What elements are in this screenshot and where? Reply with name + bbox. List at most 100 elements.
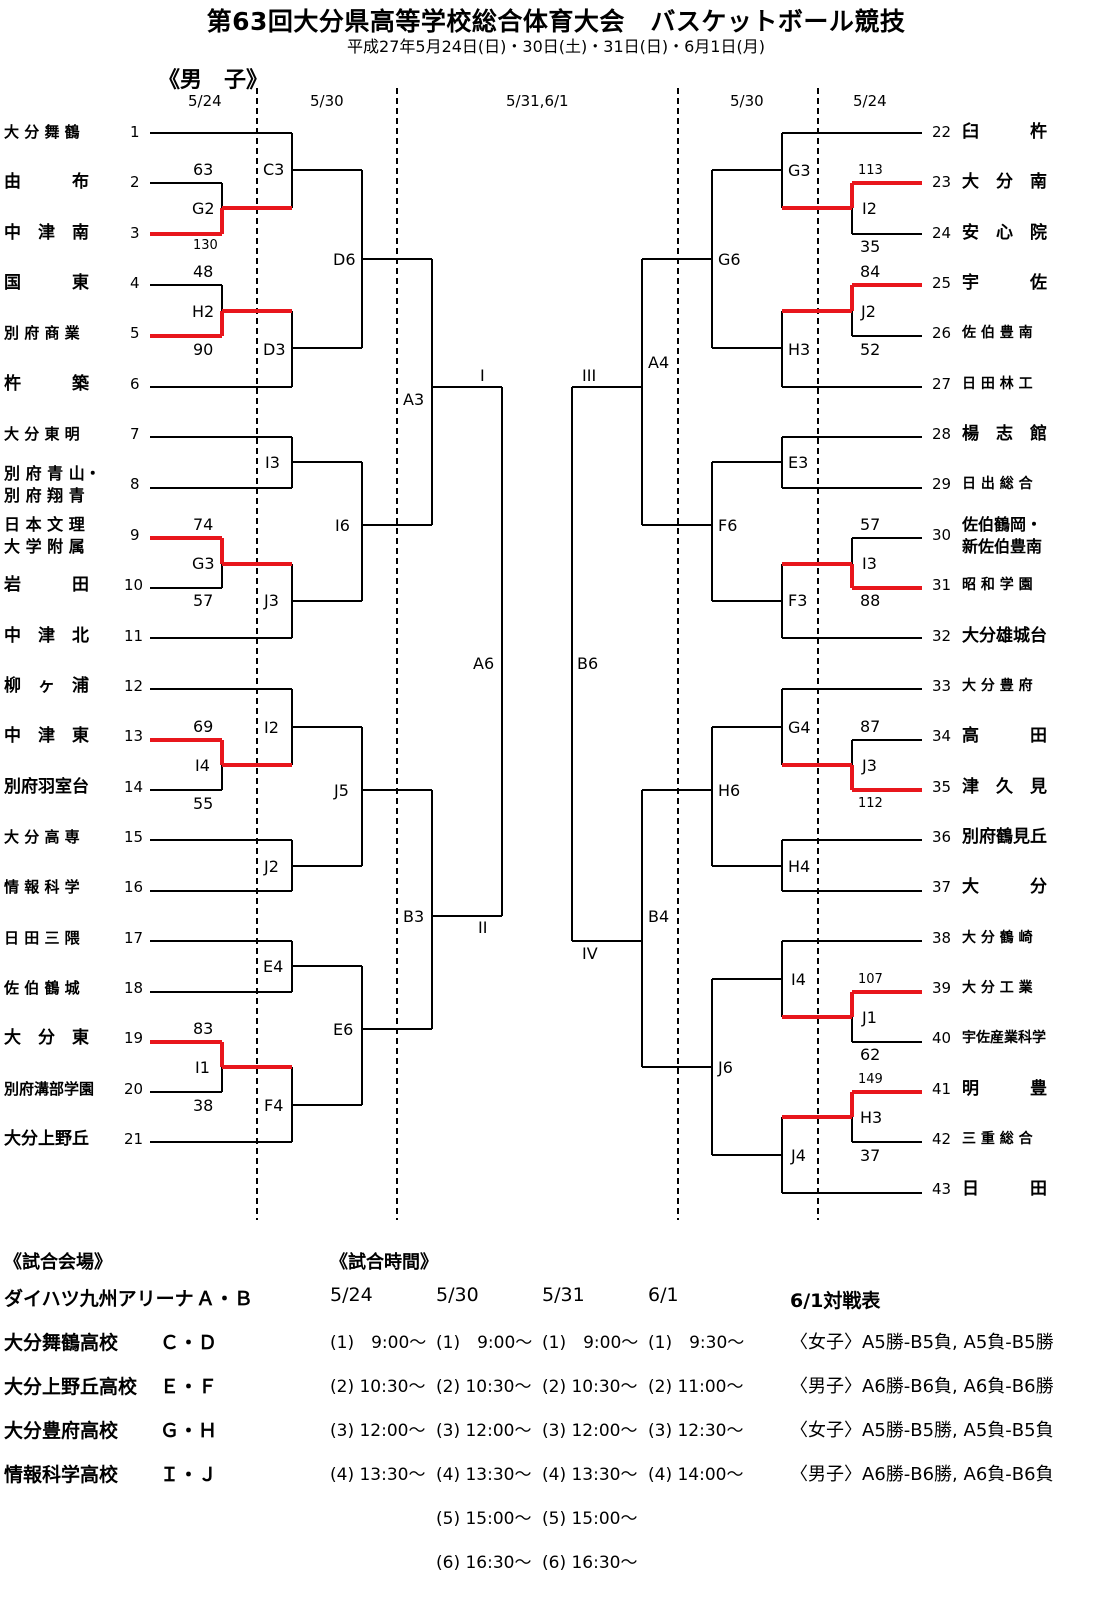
time-slot: (3) 12:00～ [330,1421,426,1441]
time-slot: (2) 10:30～ [436,1377,532,1397]
team-number: 25 [932,274,952,293]
team-name: 日 田 三 隈 [4,928,80,947]
team-name: 大 分 高 専 [4,827,80,846]
team-number: 26 [932,324,952,343]
team-name: 由 布 [4,172,89,193]
time-slot: (1) 9:00～ [436,1333,533,1353]
times-header: 《試合時間》 [330,1252,438,1273]
time-slot: (2) 11:00～ [648,1377,744,1397]
match-label: G3 [192,554,215,573]
time-day: 5/31 [542,1284,585,1306]
team-name: 国 東 [4,273,89,294]
match-label: H3 [788,340,811,359]
match-label: II [478,918,488,937]
team-score: 69 [193,717,214,736]
team-name: 中 津 東 [4,726,89,747]
match-label: A6 [473,654,495,673]
team-number: 10 [124,576,144,595]
match-label: F6 [718,516,738,535]
team-number: 34 [932,727,952,746]
team-number: 37 [932,878,952,897]
venues-header: 《試合会場》 [4,1252,112,1273]
time-day: 6/1 [648,1284,679,1306]
team-name: 大 分 東 [4,1028,89,1049]
team-number: 3 [130,223,140,242]
team-score: 130 [193,238,218,253]
team-number: 42 [932,1130,952,1148]
team-score: 149 [858,1072,883,1087]
time-slot: (4) 13:30～ [436,1465,532,1485]
match-label: G2 [192,199,215,218]
team-score: 83 [193,1019,214,1038]
team-name: 別 府 翔 青 [4,486,85,506]
team-score: 90 [193,340,214,359]
final-matchup: 〈男子〉A6勝-B6負, A6負-B6勝 [790,1376,1054,1397]
time-slot: (4) 13:30～ [330,1465,426,1485]
match-label: D6 [333,250,356,269]
match-label: I2 [862,199,877,218]
team-name: 高 田 [962,726,1047,747]
team-score: 87 [860,717,881,736]
team-number: 11 [124,626,144,645]
match-label: F4 [264,1096,284,1115]
team-name: 杵 築 [4,373,89,394]
date-label: 5/24 [853,92,887,110]
time-day: 5/24 [330,1284,373,1306]
team-name: 佐伯鶴岡・ [962,514,1043,534]
match-label: I1 [195,1058,210,1077]
team-score: 57 [193,591,214,610]
team-number: 27 [932,374,952,393]
team-score: 37 [860,1146,881,1165]
date-label: 5/30 [730,92,764,110]
match-label: D3 [263,340,286,359]
team-name: 別 府 青 山・ [4,464,101,484]
match-label: A3 [403,390,425,409]
team-score: 55 [193,794,214,813]
team-number: 19 [124,1029,144,1048]
team-number: 22 [932,123,952,141]
match-label: I4 [195,756,210,775]
team-number: 20 [124,1079,144,1098]
team-name: 柳 ヶ 浦 [4,675,89,696]
team-score: 84 [860,262,881,281]
team-name: 佐 伯 鶴 城 [4,978,80,997]
team-number: 29 [932,475,952,494]
team-name: 大 分 南 [962,172,1047,193]
team-score: 35 [860,237,881,256]
match-label: J3 [862,756,877,775]
team-number: 30 [932,525,952,544]
match-label: A4 [648,353,670,372]
team-name: 宇佐産業科学 [962,1030,1046,1047]
team-name: 大 分 工 業 [962,979,1033,996]
time-slot: (5) 15:00～ [436,1509,532,1529]
team-name: 大 分 東 明 [4,425,80,444]
team-name: 別府羽室台 [4,776,89,797]
team-name: 別府鶴見丘 [962,826,1047,847]
team-number: 38 [932,928,952,947]
match-label: B6 [577,654,599,673]
venue-name: 大分豊府高校 [4,1420,119,1442]
team-score: 107 [858,972,883,987]
tournament-bracket [150,88,922,1220]
team-name: 別府溝部学園 [4,1079,95,1098]
team-score: 112 [858,796,883,811]
match-label: IV [582,944,598,963]
match-label: I6 [335,516,350,535]
time-slot: (1) 9:30～ [648,1333,745,1353]
match-label: I2 [264,718,279,737]
match-label: G6 [718,250,741,269]
final-matchup: 〈女子〉A5勝-B5勝, A5負-B5負 [790,1420,1054,1441]
final-matchup: 〈女子〉A5勝-B5負, A5負-B5勝 [790,1332,1054,1353]
page-title: 第63回大分県高等学校総合体育大会 バスケットボール競技 [206,7,906,36]
match-label: I [480,366,485,385]
team-number: 23 [932,173,952,192]
team-number: 8 [130,475,140,494]
venue-courts: Ｉ・Ｊ [160,1464,218,1486]
venue-name: 情報科学高校 [4,1464,119,1486]
time-slot: (3) 12:00～ [436,1421,532,1441]
team-name: 津 久 見 [962,776,1047,797]
team-number: 6 [130,374,140,393]
match-label: J5 [334,781,349,800]
team-name: 大分雄城台 [962,625,1047,646]
time-slot: (5) 15:00～ [542,1509,638,1529]
